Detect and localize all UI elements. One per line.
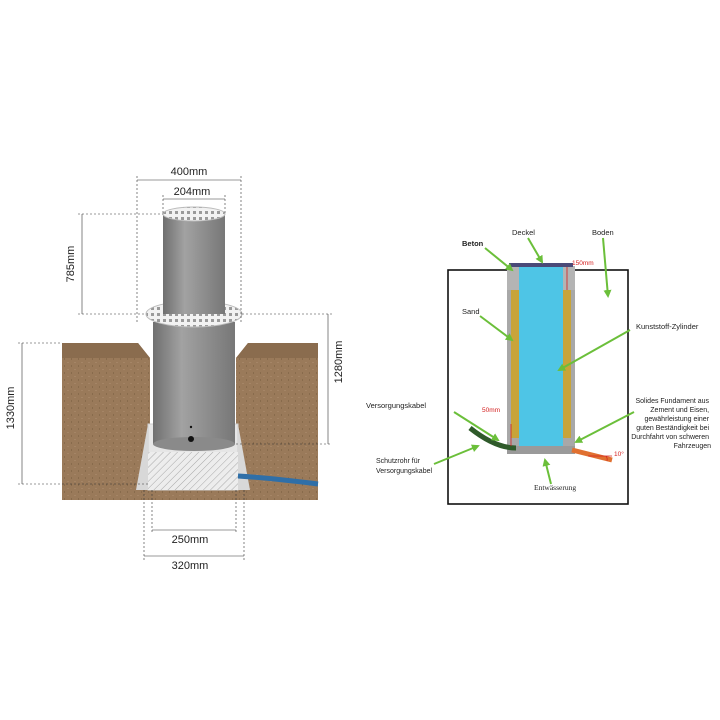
label-supply-cable: Versorgungskabel — [366, 401, 426, 410]
label-foundation-line-2: Zement und Eisen, — [650, 407, 709, 414]
measurement-top-gap: 150mm — [572, 260, 594, 267]
drain-hole-small — [189, 425, 193, 429]
beton-top-left — [507, 266, 519, 290]
label-foundation-line-3: gewährleistung einer — [644, 416, 709, 423]
label-foundation-line-6: Fahrzeugen — [674, 443, 711, 450]
dim-inner-width: 204mm — [174, 186, 211, 198]
lower-cylinder-bottom — [153, 437, 235, 451]
base-hatched-section — [148, 452, 238, 490]
label-protective-pipe-line-2: Versorgungskabel — [376, 468, 432, 475]
schutzrohr-pipe — [468, 426, 517, 451]
drain-pipe — [571, 447, 613, 463]
upper-cylinder-top — [162, 206, 226, 222]
soil-right-block — [236, 343, 318, 500]
base-side-right — [238, 424, 250, 490]
drain-hole — [188, 436, 194, 442]
dim-visible-height: 785mm — [65, 246, 77, 283]
dim-base-outer-width: 320mm — [172, 560, 209, 572]
angle-marker — [588, 455, 612, 462]
label-foundation: Solides Fundament aus Zement und Eisen, … — [631, 398, 711, 450]
base-side-left — [136, 424, 148, 490]
label-foundation-line-4: guten Beständigkeit bei — [636, 425, 709, 432]
soil-bottom — [62, 488, 318, 500]
soil-right-top — [236, 343, 318, 358]
label-protective-pipe-line-1: Schutzrohr für — [376, 458, 421, 465]
soil-left-top — [62, 343, 150, 358]
foundation-slab — [507, 446, 575, 454]
deckel-lid — [509, 263, 573, 267]
left-bollard-diagram: 400mm 204mm 785mm 1280mm 1330mm 250mm 32… — [5, 166, 345, 572]
label-sand: Sand — [462, 307, 480, 316]
supply-cable — [237, 473, 319, 487]
measurement-angle: 10° — [614, 450, 624, 458]
dim-top-outer-width: 400mm — [171, 166, 208, 178]
label-beton: Beton — [462, 239, 484, 248]
dimension-lines — [18, 176, 332, 560]
lower-cylinder — [153, 322, 235, 444]
label-foundation-line-1: Solides Fundament aus — [636, 398, 710, 405]
kunststoff-zylinder — [519, 266, 563, 446]
callout-arrows — [433, 237, 635, 485]
label-drainage: Entwässerung — [534, 483, 576, 492]
label-deckel: Deckel — [512, 228, 535, 237]
label-protective-pipe: Schutzrohr für Versorgungskabel — [376, 458, 432, 475]
soil-left-block — [62, 343, 150, 500]
right-installation-diagram: Beton Deckel Boden Sand Kunststoff-Zylin… — [366, 228, 711, 505]
label-foundation-line-5: Durchfahrt von schweren — [631, 434, 709, 441]
beton-top-right — [563, 266, 575, 290]
upper-cylinder — [163, 214, 225, 314]
label-cylinder: Kunststoff-Zylinder — [636, 322, 699, 331]
dim-base-inner-width: 250mm — [172, 534, 209, 546]
label-boden: Boden — [592, 228, 614, 237]
measurement-bottom-gap: 50mm — [482, 407, 500, 414]
dim-total-height-right: 1280mm — [333, 341, 345, 384]
dim-total-height-left: 1330mm — [5, 387, 17, 430]
